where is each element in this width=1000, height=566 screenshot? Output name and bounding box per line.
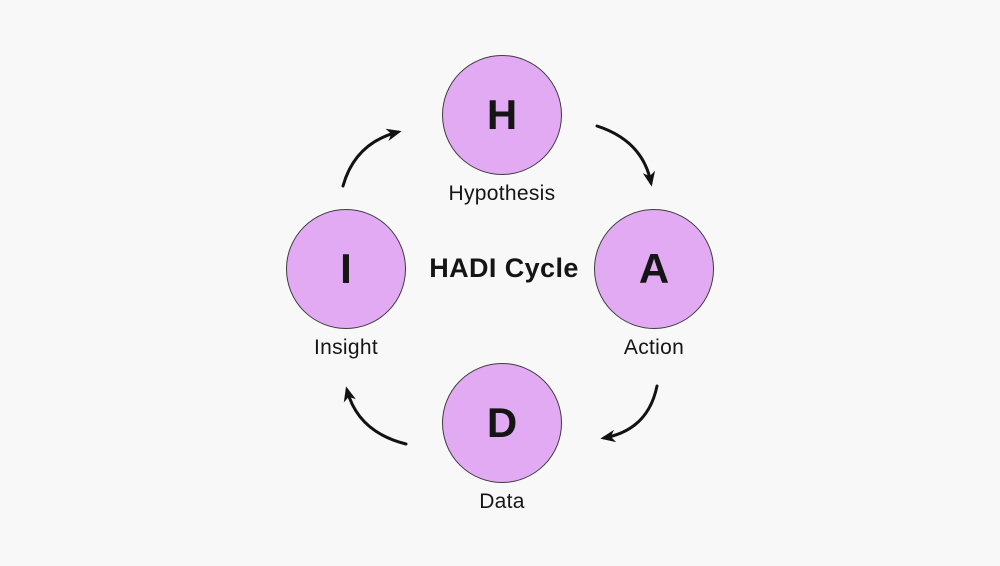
arrow-action-to-data — [600, 384, 659, 443]
node-data: D Data — [442, 363, 562, 514]
node-hypothesis-letter: H — [486, 91, 518, 138]
node-insight-letter: I — [340, 245, 352, 292]
node-hypothesis-label: Hypothesis — [448, 182, 556, 205]
diagram-title: HADI Cycle — [429, 253, 579, 283]
node-action: A Action — [594, 209, 714, 360]
node-action-circle: A — [594, 209, 714, 329]
node-action-label: Action — [623, 336, 685, 359]
arrow-insight-to-hypothesis — [341, 128, 402, 188]
node-hypothesis: H Hypothesis — [442, 55, 562, 206]
arrow-hypothesis-to-action — [595, 124, 656, 187]
node-action-letter: A — [638, 245, 670, 292]
node-data-letter: D — [486, 399, 518, 446]
node-insight-circle: I — [286, 209, 406, 329]
node-insight: I Insight — [286, 209, 406, 360]
node-insight-label: Insight — [314, 336, 378, 359]
node-data-label: Data — [479, 490, 525, 513]
arrow-data-to-insight — [343, 386, 408, 446]
node-hypothesis-circle: H — [442, 55, 562, 175]
node-data-circle: D — [442, 363, 562, 483]
